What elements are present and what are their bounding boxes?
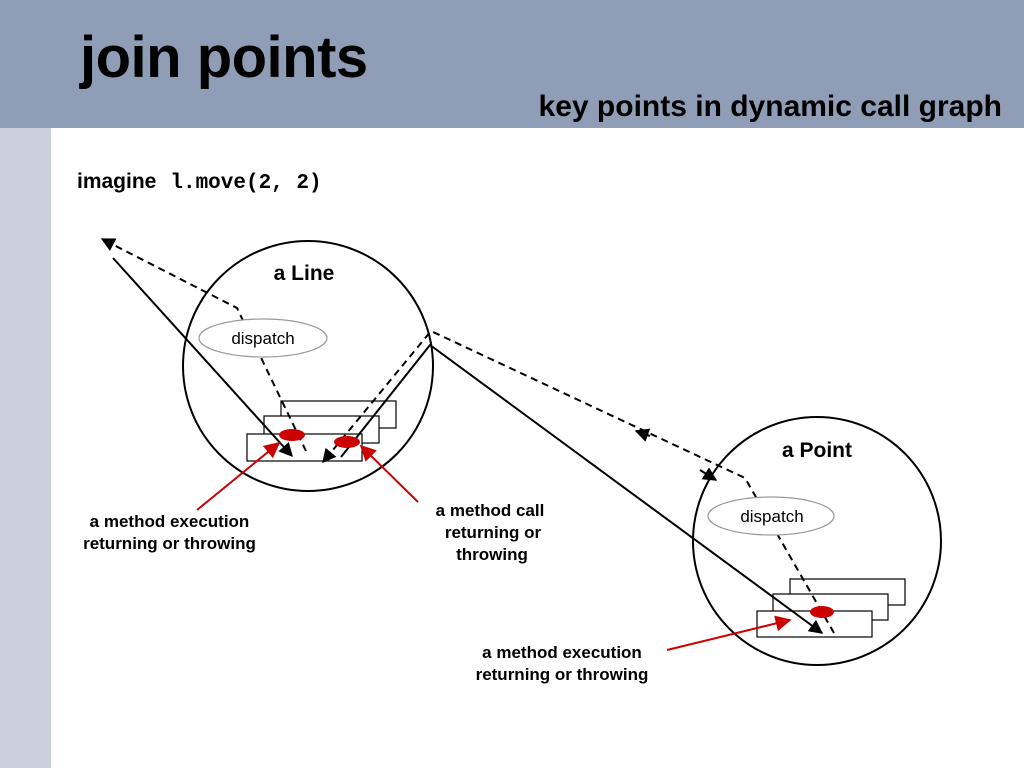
line-call-pointer-arrow (359, 444, 419, 503)
caption-line: returning or throwing (475, 665, 649, 684)
line-execution-joinpoint-dot (279, 429, 305, 441)
call-line-to-point-arrow (340, 343, 824, 634)
line-execution-caption: a method execution returning or throwing (62, 511, 277, 555)
call-midpoint-arrowhead (699, 467, 718, 481)
point-object-circle (692, 416, 942, 666)
left-sidebar-band (0, 128, 51, 768)
slide-title: join points (80, 25, 368, 90)
code-snippet: l.move(2, 2) (170, 172, 322, 195)
slide-subtitle: key points in dynamic call graph (538, 90, 1002, 123)
point-execution-joinpoint-dot (810, 606, 834, 618)
line-execution-pointer-arrow (196, 441, 281, 511)
caption-line: a method execution (89, 512, 250, 531)
return-midpoint-arrowhead (634, 428, 651, 442)
point-execution-pointer-arrow (666, 615, 792, 651)
caption-line: a method call (435, 501, 545, 520)
line-call-caption: a method call returning or throwing (410, 500, 570, 566)
point-dispatch-label: dispatch (740, 507, 803, 526)
caption-line: returning or (444, 523, 542, 542)
line-object-label: a Line (274, 262, 335, 285)
caption-line: returning or throwing (83, 534, 256, 553)
imagine-label: imagine (77, 170, 157, 193)
point-execution-caption: a method execution returning or throwing (453, 642, 671, 686)
point-object-label: a Point (782, 439, 852, 462)
call-into-line-arrow (112, 257, 293, 458)
line-dispatch-label: dispatch (231, 329, 294, 348)
point-dispatch-node (707, 496, 835, 536)
line-call-joinpoint-dot (334, 436, 360, 448)
return-from-line-arrow (100, 238, 307, 452)
return-point-to-line-arrow (322, 329, 835, 634)
caption-line: a method execution (482, 643, 642, 662)
header-band (0, 0, 1024, 128)
caption-line: throwing (456, 545, 528, 564)
line-dispatch-node (198, 318, 328, 358)
line-object-circle (182, 240, 434, 492)
imagine-line: imagine l.move(2, 2) (77, 170, 322, 195)
